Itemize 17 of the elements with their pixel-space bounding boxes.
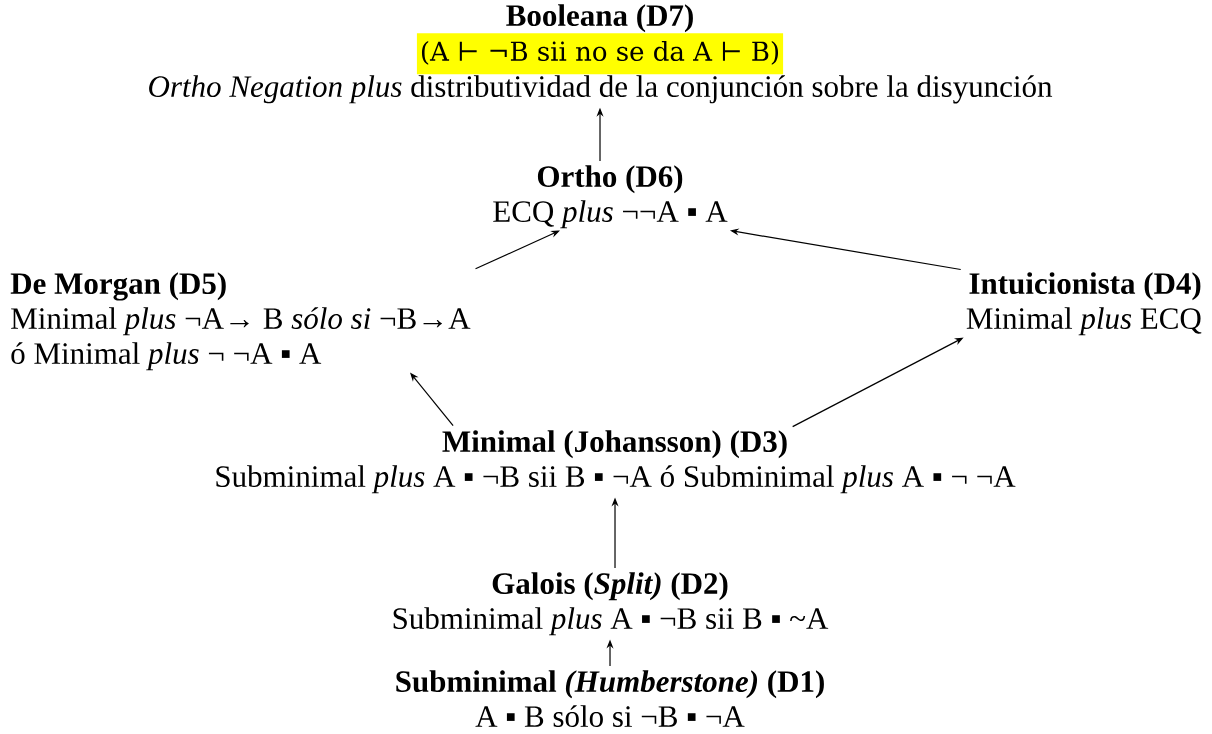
formula-text: Minimal plus ECQ [966, 307, 1202, 336]
formula-text: Minimal plus ¬A→ B sólo si ¬B→A [11, 307, 471, 336]
formula-text: Subminimal plus A ▪ ¬B sii B ▪ ~A [393, 607, 829, 636]
node-heading: Intuicionista (D4) [969, 272, 1201, 301]
node-heading: Subminimal (Humberstone) (D1) [396, 670, 824, 699]
formula-text: ó Minimal plus ¬ ¬A ▪ A [11, 342, 322, 371]
node-heading: Minimal (Johansson) (D3) [442, 430, 787, 459]
formula-text: Subminimal plus A ▪ ¬B sii B ▪ ¬A ó Subminimal plus A ▪ ¬ ¬A [216, 465, 1016, 494]
node-heading: Booleana (D7) [506, 4, 693, 33]
formula-text: A ▪ B sólo si ¬B ▪ ¬A [475, 705, 745, 727]
node-heading: Ortho (D6) [537, 165, 683, 194]
formula-text: ECQ plus ¬¬A ▪ A [493, 200, 728, 229]
node-heading: De Morgan (D5) [10, 272, 226, 301]
highlighted-formula: (A ⊢ ¬B sii no se da A ⊢ B) [416, 33, 784, 75]
formula-text: Ortho Negation plus distributividad de la conjunción sobre la disyunción [149, 75, 1053, 104]
arrow [474, 230, 560, 270]
node-heading: Galois (Split) (D2) [492, 572, 728, 601]
